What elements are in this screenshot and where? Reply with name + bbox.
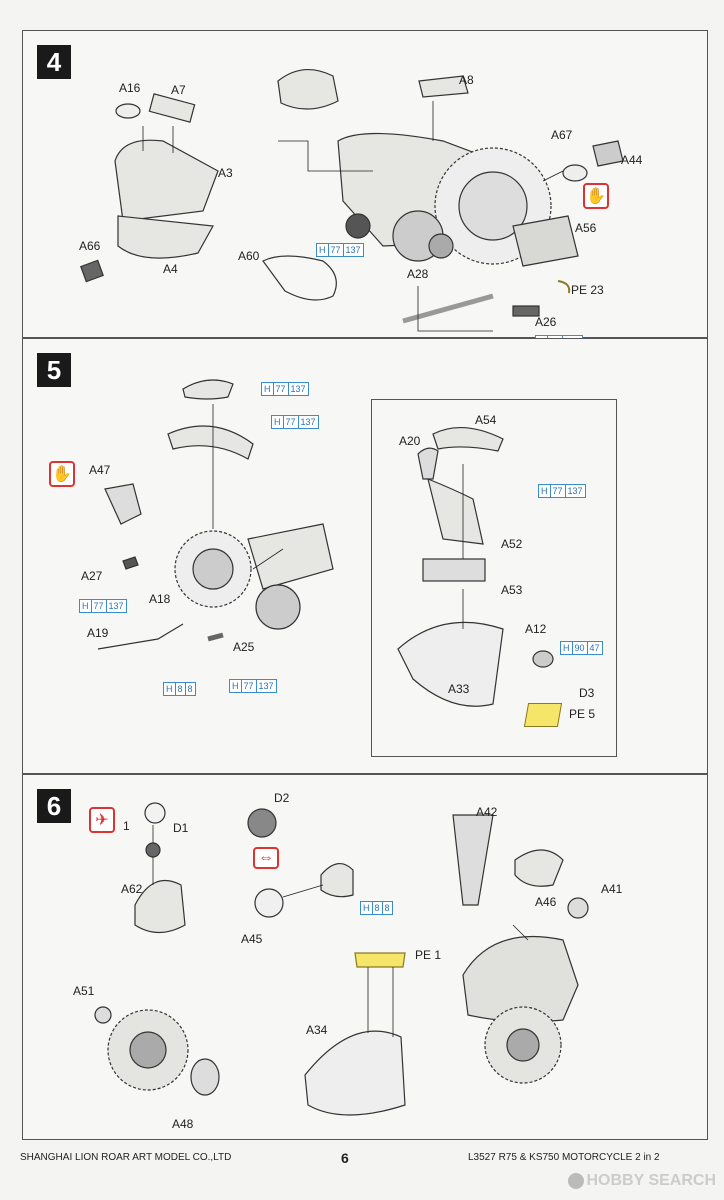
watermark-logo-icon	[567, 1173, 584, 1189]
part-label: A56	[575, 221, 597, 235]
part-label: A41	[601, 882, 623, 896]
part-label: A33	[448, 682, 470, 696]
part-label: A34	[306, 1023, 328, 1037]
part-label: A66	[79, 239, 101, 253]
part-label: A60	[238, 249, 260, 263]
page-number: 6	[341, 1150, 349, 1166]
decal-icon: ✈	[89, 807, 115, 833]
part-label: A54	[475, 413, 497, 427]
part-label: A3	[218, 166, 233, 180]
step-number: 5	[37, 353, 71, 387]
part-label: A67	[551, 128, 573, 142]
hand-warning-icon: ✋	[49, 461, 75, 487]
part-label: A47	[89, 463, 111, 477]
publisher-name: SHANGHAI LION ROAR ART MODEL CO.,LTD	[20, 1152, 232, 1163]
part-label: PE 23	[571, 283, 604, 297]
part-label: D3	[579, 686, 595, 700]
part-label: A51	[73, 984, 95, 998]
step-number: 6	[37, 789, 71, 823]
part-label: A8	[459, 73, 474, 87]
part-label: PE 5	[569, 707, 596, 721]
part-label: A25	[233, 640, 255, 654]
photo-etch-part	[523, 703, 563, 727]
step-6-panel: 6 1 D1 A62 D2 A45	[22, 774, 708, 1140]
part-label: A46	[535, 895, 557, 909]
part-label: D1	[173, 821, 189, 835]
part-label: A18	[149, 592, 171, 606]
part-label: D2	[274, 791, 290, 805]
part-label: A7	[171, 83, 186, 97]
step-5-panel: 5 A47 A27 A18 A19 A25 A20 A54	[22, 338, 708, 774]
step-4-panel: 4 A1	[22, 30, 708, 349]
hand-warning-icon: ✋	[583, 183, 609, 209]
part-label: PE 1	[415, 948, 442, 962]
part-label: A4	[163, 262, 178, 276]
part-label: A53	[501, 583, 523, 597]
watermark: HOBBY SEARCH	[567, 1172, 716, 1190]
part-label: A62	[121, 882, 143, 896]
part-label: A27	[81, 569, 103, 583]
part-label: A42	[476, 805, 498, 819]
part-label: A44	[621, 153, 643, 167]
part-label: A12	[525, 622, 547, 636]
part-label: A45	[241, 932, 263, 946]
part-label: A16	[119, 81, 141, 95]
arrows-both-ways-icon: ⇔	[253, 847, 279, 869]
part-label: A28	[407, 267, 429, 281]
part-label: A26	[535, 315, 557, 329]
sub-assembly-inset	[371, 399, 617, 757]
part-label: A48	[172, 1117, 194, 1131]
part-label: A20	[399, 434, 421, 448]
step-number: 4	[37, 45, 71, 79]
part-label: A52	[501, 537, 523, 551]
part-label: 1	[123, 819, 130, 833]
product-code: L3527 R75 & KS750 MOTORCYCLE 2 in 2	[468, 1152, 660, 1163]
part-label: A19	[87, 626, 109, 640]
